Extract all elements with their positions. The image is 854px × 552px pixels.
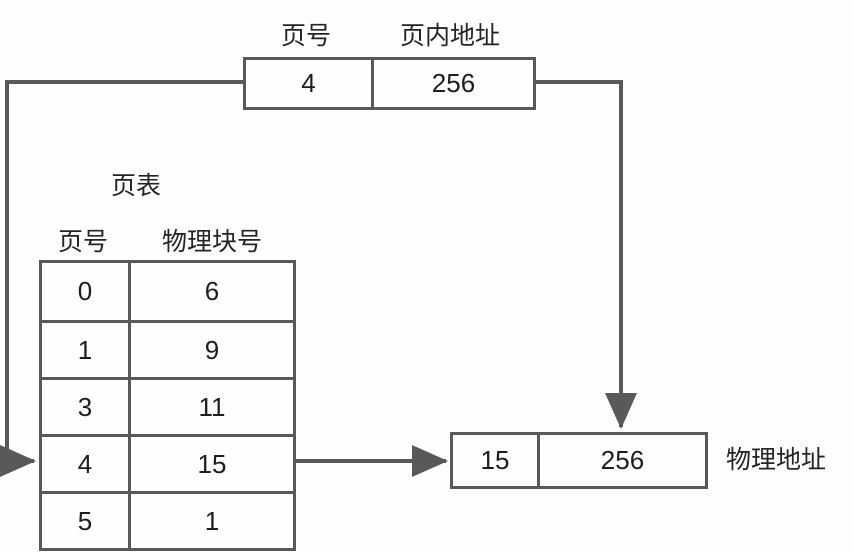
logical-address-box: 4 256 [243, 57, 536, 110]
table-row: 5 1 [42, 491, 293, 548]
physical-address-label: 物理地址 [726, 446, 827, 474]
table-cell-block-number: 15 [128, 437, 293, 491]
logical-offset-cell: 256 [371, 60, 533, 107]
physical-offset-cell: 256 [537, 435, 705, 486]
table-cell-block-number: 1 [128, 494, 293, 548]
page-table: 0 6 1 9 3 11 4 15 5 1 [39, 260, 296, 551]
page-table-header-block-number: 物理块号 [161, 228, 263, 256]
physical-block-number-cell: 15 [453, 435, 537, 486]
table-cell-page-number: 5 [77, 505, 93, 536]
table-row: 1 9 [42, 320, 293, 377]
table-row: 3 11 [42, 377, 293, 434]
physical-address-box: 15 256 [450, 432, 708, 489]
logical-page-number-cell: 4 [246, 60, 371, 107]
wire-offset-to-physical [536, 80, 637, 429]
table-cell-page-number: 3 [77, 391, 93, 422]
logical-page-number-header: 页号 [280, 22, 332, 50]
table-row-selected: 4 15 [42, 434, 293, 491]
table-cell-block-number: 9 [128, 323, 293, 377]
table-row: 0 6 [42, 263, 293, 320]
table-cell-page-number: 1 [77, 334, 93, 365]
table-cell-block-number: 11 [128, 380, 293, 434]
table-cell-page-number: 0 [77, 276, 93, 306]
table-cell-page-number: 4 [77, 448, 93, 479]
page-table-header-page-number: 页号 [57, 228, 109, 256]
page-table-caption: 页表 [110, 172, 162, 200]
table-cell-block-number: 6 [128, 263, 293, 320]
logical-offset-header: 页内地址 [399, 22, 501, 50]
